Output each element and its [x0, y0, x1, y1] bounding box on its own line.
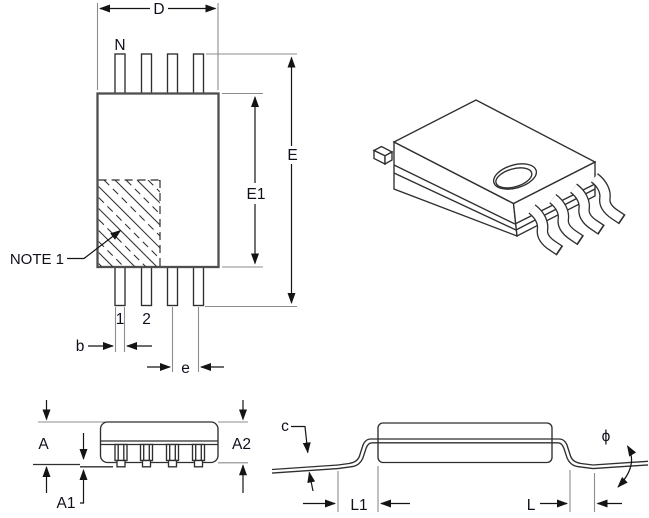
note1-callout: NOTE 1 [10, 229, 122, 268]
dim-c: c [281, 418, 316, 492]
note1-label: NOTE 1 [10, 251, 64, 268]
dim-phi: ϕ [602, 428, 637, 488]
pin1-number: 1 [116, 311, 125, 328]
dim-label-c: c [281, 418, 289, 435]
isometric-view [372, 99, 626, 256]
pin2-number: 2 [142, 311, 151, 328]
dim-A: A [38, 400, 51, 493]
dim-label-A1: A1 [57, 495, 76, 512]
dim-label-e: e [181, 360, 190, 377]
dim-L1: L1 [303, 466, 410, 514]
dim-label-L: L [527, 497, 536, 514]
dim-D: D [96, 1, 219, 90]
dim-A2: A2 [232, 400, 251, 493]
isometric-leads [528, 173, 626, 256]
front-view-body [99, 421, 219, 464]
top-pins [114, 53, 205, 95]
pin-count-label: N [114, 37, 125, 54]
dim-E1: E1 [222, 92, 266, 268]
dim-label-b: b [76, 338, 85, 355]
dim-label-E: E [287, 147, 297, 164]
dim-label-phi: ϕ [602, 428, 611, 445]
dim-E: E [205, 53, 298, 308]
dim-A1: A1 [57, 433, 88, 512]
side-view-left-lead [271, 438, 373, 474]
front-view-leads [114, 443, 206, 468]
dim-e: e [147, 307, 224, 377]
dim-b: b [76, 307, 152, 355]
top-view: D N [10, 1, 298, 377]
front-view: A A1 A2 [33, 400, 251, 512]
dim-label-E1: E1 [247, 186, 266, 203]
dim-label-A: A [38, 436, 49, 453]
pin1-index-hatch-area [98, 179, 161, 267]
dim-L: L [527, 470, 622, 514]
dim-label-L1: L1 [350, 497, 367, 514]
dim-label-D: D [153, 1, 164, 18]
pin1-dimple [492, 163, 538, 190]
dim-label-A2: A2 [232, 436, 251, 453]
bottom-pins [114, 265, 205, 307]
pin1-tab [372, 145, 394, 166]
side-view: c L1 L ϕ [271, 418, 649, 514]
